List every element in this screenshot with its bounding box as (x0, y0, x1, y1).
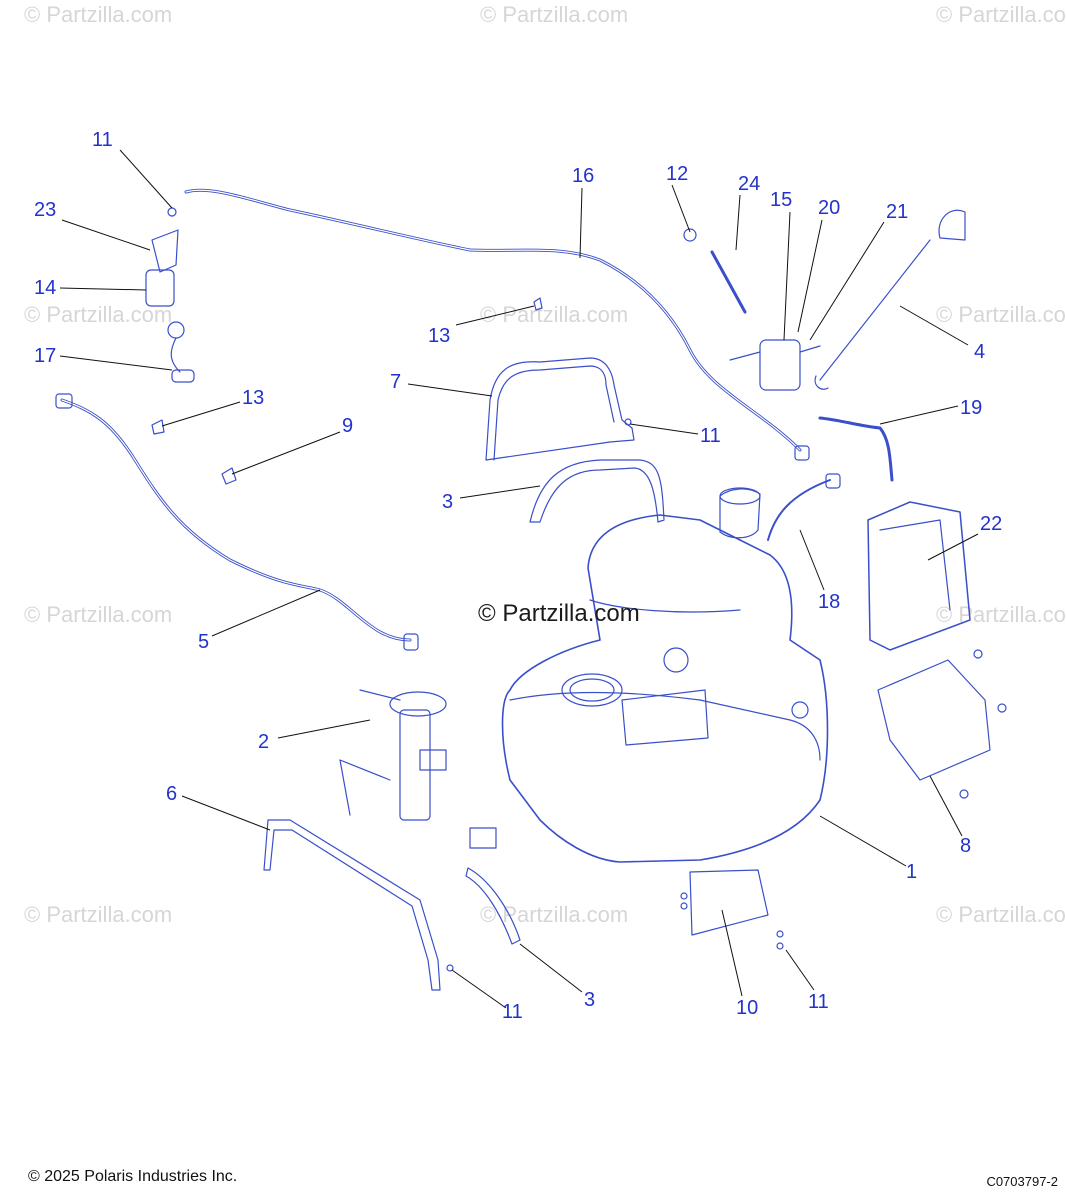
callout-13[interactable]: 13 (242, 387, 265, 409)
charcoal-canister-22 (867, 501, 971, 651)
callout-13[interactable]: 13 (428, 325, 451, 347)
strap-6 (263, 819, 441, 991)
vent-line-16 (184, 188, 802, 452)
callout-20[interactable]: 20 (818, 197, 841, 219)
callout-1[interactable]: 1 (906, 861, 918, 883)
bracket-10 (689, 869, 769, 936)
callout-14[interactable]: 14 (34, 277, 57, 299)
callout-12[interactable]: 12 (666, 163, 689, 185)
watermark: © Partzilla.com (936, 302, 1066, 327)
fuel-tank-1 (501, 514, 829, 863)
watermark: © Partzilla.com (24, 2, 173, 27)
valve-14 (145, 269, 175, 307)
callout-19[interactable]: 19 (960, 397, 983, 419)
callout-21[interactable]: 21 (886, 201, 909, 223)
watermark: © Partzilla.com (24, 302, 173, 327)
watermark: © Partzilla.com (480, 302, 629, 327)
callout-11[interactable]: 11 (808, 991, 829, 1013)
callout-10[interactable]: 10 (736, 997, 759, 1019)
callout-15[interactable]: 15 (770, 189, 793, 211)
callout-17[interactable]: 17 (34, 345, 57, 367)
fuel-pump-2 (399, 709, 431, 821)
center-watermark: © Partzilla.com (478, 600, 640, 627)
watermark: © Partzilla.com (936, 902, 1066, 927)
watermark: © Partzilla.com (24, 902, 173, 927)
strap-7 (485, 357, 635, 461)
callout-23[interactable]: 23 (34, 199, 57, 221)
canister-15 (759, 339, 801, 391)
callout-11[interactable]: 11 (502, 1001, 523, 1023)
callout-6[interactable]: 6 (166, 783, 178, 805)
watermark: © Partzilla.com (480, 2, 629, 27)
callout-22[interactable]: 22 (980, 513, 1003, 535)
figure-code: C0703797-2 (986, 1174, 1058, 1189)
callout-3[interactable]: 3 (584, 989, 596, 1011)
strap-3-upper (529, 459, 665, 523)
watermark: © Partzilla.com (24, 602, 173, 627)
callout-18[interactable]: 18 (818, 591, 841, 613)
strap-3-lower (465, 867, 521, 945)
copyright-text: © 2025 Polaris Industries Inc. (28, 1168, 238, 1185)
callout-11[interactable]: 11 (92, 129, 113, 151)
callout-7[interactable]: 7 (390, 371, 402, 393)
callout-24[interactable]: 24 (738, 173, 761, 195)
callout-9[interactable]: 9 (342, 415, 354, 437)
watermark: © Partzilla.com (936, 602, 1066, 627)
callout-11[interactable]: 11 (700, 425, 721, 447)
callout-8[interactable]: 8 (960, 835, 972, 857)
callout-5[interactable]: 5 (198, 631, 210, 653)
callout-16[interactable]: 16 (572, 165, 595, 187)
callout-4[interactable]: 4 (974, 341, 986, 363)
bracket-8 (877, 659, 991, 781)
watermark: © Partzilla.com (936, 2, 1066, 27)
fuel-line-5 (60, 398, 412, 642)
callout-2[interactable]: 2 (258, 731, 270, 753)
callout-3[interactable]: 3 (442, 491, 454, 513)
